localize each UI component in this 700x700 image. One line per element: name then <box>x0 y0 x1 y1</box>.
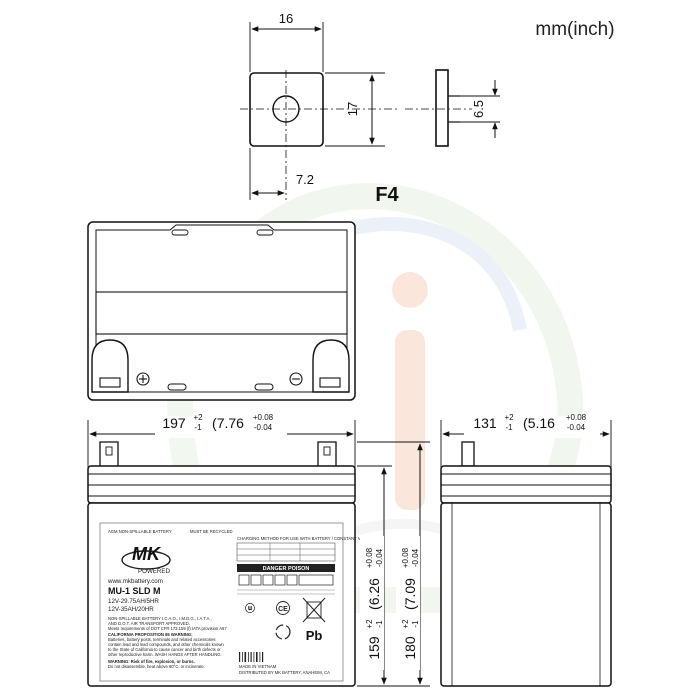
width-inch-tol-minus: -0.04 <box>567 423 586 432</box>
length-inch: (7.76 <box>212 415 244 431</box>
label-header-right: MUST BE RECYCLED <box>190 529 233 534</box>
label-prop65-3: to the State of California to cause canc… <box>108 647 221 652</box>
charging-table-header: CHARGING METHOD FOR USE WITH BATTERY / C… <box>237 536 377 541</box>
label-note-1: NON-SPILLABLE BATTERY I.C.A.O., I.M.D.G.… <box>108 616 212 621</box>
label-note-3: Meets requirements of DOT CFR 173.159 (f… <box>108 626 227 631</box>
label-prop65-title: CALIFORNIA PROPOSITION 65 WARNING: <box>108 632 193 637</box>
height-mm-tol-plus: +2 <box>365 619 374 629</box>
total-height-inch-tol-plus: +0.08 <box>401 547 410 568</box>
height-mm: 159 <box>366 636 382 660</box>
height-dimension-total: 180 +2 -1 (7.09 +0.08 -0.04 <box>357 441 430 685</box>
width-inch: (5.16 <box>523 415 555 431</box>
width-mm: 131 <box>473 415 497 431</box>
hazard-icon-5 <box>286 574 298 586</box>
ce-mark-icon <box>276 601 290 615</box>
total-height-mm: 180 <box>402 636 418 660</box>
brand-mark: MK <box>132 544 162 564</box>
danger-text: DANGER POISON <box>263 566 310 572</box>
hazard-icon-3 <box>262 574 274 586</box>
hazard-icon-4 <box>274 574 286 586</box>
label-warning-1: WARNING: Risk of fire, explosion, or bur… <box>108 659 195 664</box>
total-height-inch: (7.09 <box>402 578 418 610</box>
recycle-icon <box>275 624 291 640</box>
terminal-offset-value: 7.2 <box>296 172 314 187</box>
length-inch-tol-minus: -0.04 <box>254 423 273 432</box>
length-dimension: 197 +2 -1 (7.76 +0.08 -0.04 <box>87 413 356 470</box>
side-terminal <box>461 441 475 467</box>
brand-sub: POWERED <box>138 568 171 575</box>
terminal-height-value: 17 <box>345 102 360 116</box>
ul-mark-icon: ⓤ <box>245 602 255 615</box>
length-mm-tol-minus: -1 <box>194 423 202 432</box>
width-mm-tol-plus: +2 <box>504 413 514 422</box>
hazard-icon-1 <box>238 574 250 586</box>
label-warning-2: Do not disassemble, heat above 60°C, or … <box>108 664 205 669</box>
battery-top-view <box>87 221 356 401</box>
battery-side-view <box>440 441 612 687</box>
label-rating-20hr: 12V-35AH/20HR <box>108 606 154 613</box>
label-model: MU-1 SLD M <box>108 586 161 596</box>
battery-label <box>99 522 344 682</box>
height-inch: (6.26 <box>366 578 382 610</box>
height-mm-tol-minus: -1 <box>375 620 384 628</box>
battery-front-view: AGM NON-SPILLABLE BATTERY MUST BE RECYCL… <box>87 441 377 687</box>
danger-banner <box>237 564 335 572</box>
mk-brand-logo: MK POWERED <box>121 544 171 575</box>
label-website: www.mkbattery.com <box>107 578 163 585</box>
width-inch-tol-plus: +0.08 <box>566 413 587 422</box>
charging-table: CHARGING METHOD FOR USE WITH BATTERY / C… <box>236 536 377 562</box>
length-mm-tol-plus: +2 <box>193 413 203 422</box>
barcode-icon <box>239 652 264 662</box>
hazard-icons <box>238 574 334 586</box>
terminal-thickness-value: 6.5 <box>471 100 486 118</box>
length-inch-tol-plus: +0.08 <box>253 413 274 422</box>
label-made-in: MADE IN VIETNAM <box>239 664 277 669</box>
label-note-2: AND D.O.T. AIR TRANSPORT APPROVED. <box>108 621 190 626</box>
label-distributed: DISTRIBUTED BY MK BATTERY, ANAHEIM, CA <box>239 670 330 675</box>
terminal-type-label: F4 <box>375 184 399 206</box>
crossed-bin-icon <box>302 597 326 623</box>
unit-label: mm(inch) <box>535 19 614 40</box>
height-dimension-case: 159 +2 -1 (6.26 +0.08 -0.04 <box>357 465 430 687</box>
total-height-mm-tol-minus: -1 <box>411 620 420 628</box>
width-dimension: 131 +2 -1 (5.16 +0.08 -0.04 <box>440 413 612 470</box>
hazard-icon-2 <box>250 574 262 586</box>
width-mm-tol-minus: -1 <box>505 423 513 432</box>
label-prop65-2: contain lead and lead compounds, and oth… <box>108 642 224 647</box>
label-header-left: AGM NON-SPILLABLE BATTERY <box>108 529 172 534</box>
terminal-width-value: 16 <box>279 11 293 26</box>
label-prop65-1: Batteries, battery posts, terminals and … <box>108 637 216 642</box>
total-height-inch-tol-minus: -0.04 <box>411 548 420 567</box>
pb-symbol: Pb <box>306 628 323 643</box>
length-mm: 197 <box>162 415 186 431</box>
height-inch-tol-minus: -0.04 <box>375 548 384 567</box>
certification-marks: ⓤ CE Pb <box>245 597 326 643</box>
label-prop65-4: other reproductive harm. WASH HANDS AFTE… <box>108 652 222 657</box>
height-inch-tol-plus: +0.08 <box>365 547 374 568</box>
top-label-recess <box>95 291 348 335</box>
svg-text:CE: CE <box>278 606 288 613</box>
terminal-detail: 16 17 7.2 6.5 F4 <box>240 11 500 206</box>
total-height-mm-tol-plus: +2 <box>401 619 410 629</box>
label-rating-5hr: 12V-29.75AH/5HR <box>108 598 159 605</box>
terminal-side-profile <box>435 69 449 147</box>
